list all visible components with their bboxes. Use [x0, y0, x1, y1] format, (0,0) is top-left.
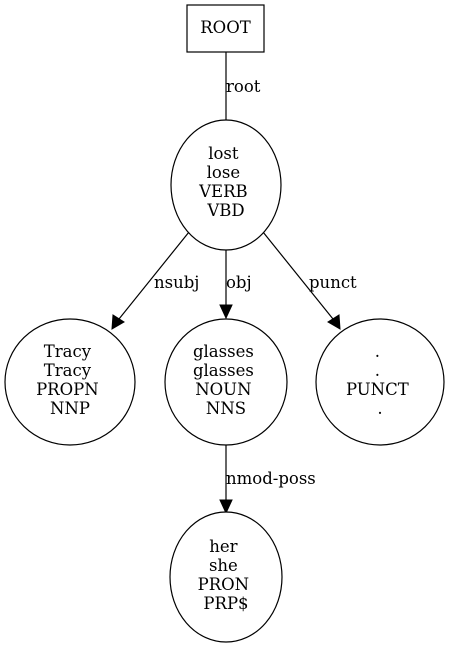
edge-nsubj: nsubj: [111, 231, 199, 330]
node-root-label: ROOT: [200, 18, 250, 37]
node-punct: . . PUNCT .: [315, 318, 445, 446]
node-lost-upos: VERB: [198, 182, 248, 201]
node-glasses-upos: NOUN: [195, 380, 251, 399]
edge-label-nmod-poss: nmod-poss: [226, 469, 316, 488]
svg-text:glasses glasses NO: glasses glasses NOUN NNS: [193, 342, 259, 418]
edge-obj: obj: [219, 250, 252, 320]
edge-label-obj: obj: [226, 273, 252, 292]
edge-label-root: root: [226, 77, 261, 96]
node-tracy: Tracy Tracy PROPN NNP: [4, 318, 136, 446]
node-glasses-form: glasses: [193, 342, 254, 361]
node-punct-xpos: .: [377, 399, 382, 418]
edge-label-punct: punct: [309, 273, 357, 292]
node-tracy-form: Tracy: [44, 342, 92, 361]
node-lost-lemma: lose: [207, 163, 240, 182]
node-tracy-upos: PROPN: [36, 380, 99, 399]
node-her-xpos: PRP$: [203, 594, 248, 613]
node-tracy-lemma: Tracy: [44, 361, 92, 380]
node-lost: lost lose VERB VBD: [170, 119, 282, 251]
node-her: her she PRON PRP$: [169, 511, 283, 643]
node-tracy-xpos: NNP: [50, 399, 90, 418]
edge-nmod-poss: nmod-poss: [219, 444, 316, 515]
node-her-lemma: she: [209, 556, 238, 575]
edge-punct: punct: [262, 231, 357, 330]
node-punct-lemma: .: [375, 361, 380, 380]
node-punct-upos: PUNCT: [346, 380, 409, 399]
node-glasses-xpos: NNS: [206, 399, 246, 418]
node-glasses-lemma: glasses: [193, 361, 254, 380]
edge-label-nsubj: nsubj: [154, 273, 199, 292]
node-lost-form: lost: [208, 144, 239, 163]
svg-text:. . PUNCT .: . . PUNCT .: [346, 342, 414, 418]
node-her-form: her: [209, 537, 237, 556]
node-her-upos: PRON: [198, 575, 250, 594]
node-glasses: glasses glasses NOUN NNS: [164, 318, 288, 446]
svg-text:Tracy Tracy PROPN: Tracy Tracy PROPN NNP: [36, 342, 104, 418]
node-lost-xpos: VBD: [206, 201, 244, 220]
node-root: ROOT: [186, 4, 265, 53]
node-punct-form: .: [375, 342, 380, 361]
svg-text:lost lose VERB: lost lose VERB VBD: [198, 144, 253, 220]
svg-text:her she PRON: her she PRON PRP$: [198, 537, 255, 613]
